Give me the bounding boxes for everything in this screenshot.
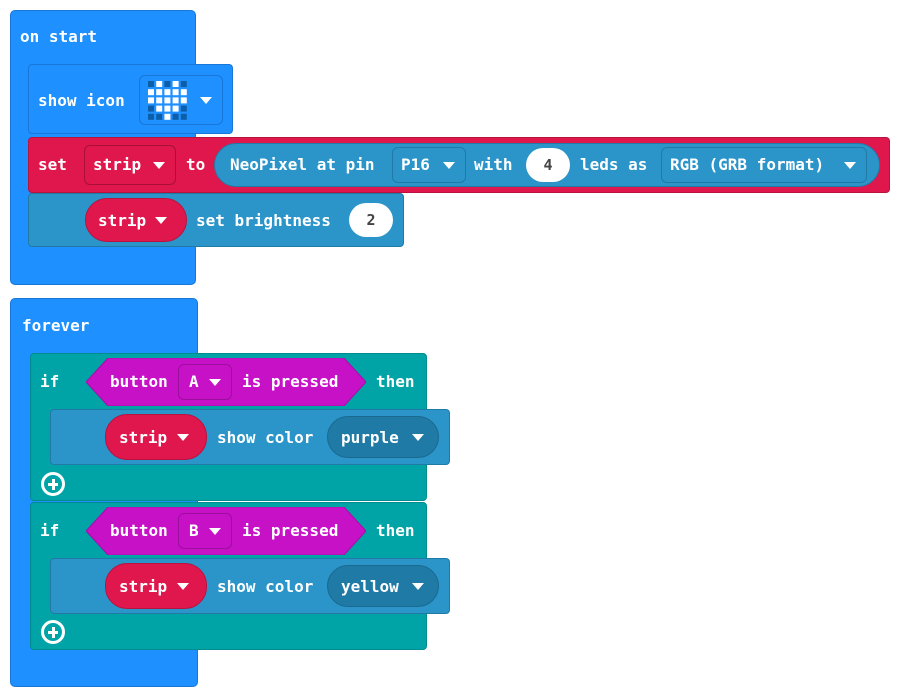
strip-caret-icon-2: [177, 583, 189, 590]
to-keyword: to: [186, 155, 206, 174]
button-label-2: button: [110, 521, 168, 540]
strip-variable-reporter-1[interactable]: [105, 414, 207, 460]
color-value-1: purple: [341, 428, 399, 447]
then-keyword-2: then: [376, 521, 415, 540]
show-color-label-1: show color: [217, 428, 314, 447]
mode-label: RGB (GRB format): [670, 155, 825, 174]
color-value-2: yellow: [341, 577, 399, 596]
pin-label: P16: [401, 155, 430, 174]
button-label-1: button: [110, 372, 168, 391]
add-else-icon-2[interactable]: [41, 620, 65, 644]
strip-caret-icon-1: [177, 434, 189, 441]
is-pressed-label-2: is pressed: [242, 521, 339, 540]
is-pressed-label-1: is pressed: [242, 372, 339, 391]
forever-label: forever: [22, 316, 90, 335]
then-keyword-1: then: [376, 372, 415, 391]
show-icon-label: show icon: [38, 91, 125, 110]
leds-count-input[interactable]: 4: [526, 148, 570, 182]
set-keyword: set: [38, 155, 67, 174]
strip-variable-reporter[interactable]: [85, 198, 187, 242]
with-keyword: with: [474, 155, 513, 174]
leds-as-label: leds as: [580, 155, 648, 174]
pin-dropdown[interactable]: P16: [392, 147, 466, 183]
color-caret-icon-1: [412, 434, 424, 441]
strip-variable-label-1: strip: [119, 428, 168, 447]
strip-variable-label-2: strip: [119, 577, 168, 596]
brightness-input[interactable]: 2: [349, 203, 393, 237]
strip-caret-icon: [155, 217, 167, 224]
mode-dropdown[interactable]: RGB (GRB format): [661, 147, 867, 183]
heart-icon: [148, 81, 187, 120]
add-else-icon-1[interactable]: [41, 472, 65, 496]
button-name-2: B: [189, 521, 199, 540]
neopixel-label: NeoPixel at pin: [230, 155, 375, 174]
strip-variable-label: strip: [98, 211, 147, 230]
color-caret-icon-2: [412, 583, 424, 590]
icon-dropdown[interactable]: [139, 75, 223, 125]
strip-variable-label: strip: [93, 155, 142, 174]
button-name-1: A: [189, 372, 199, 391]
if-keyword-2: if: [40, 521, 60, 540]
show-color-label-2: show color: [217, 577, 314, 596]
button-name-dropdown-2[interactable]: B: [178, 513, 232, 549]
button-name-dropdown-1[interactable]: A: [178, 364, 232, 400]
strip-variable-reporter-2[interactable]: [105, 563, 207, 609]
set-brightness-label: set brightness: [196, 211, 331, 230]
strip-variable-dropdown[interactable]: strip: [84, 145, 176, 185]
on-start-label: on start: [20, 27, 98, 46]
if-keyword-1: if: [40, 372, 60, 391]
